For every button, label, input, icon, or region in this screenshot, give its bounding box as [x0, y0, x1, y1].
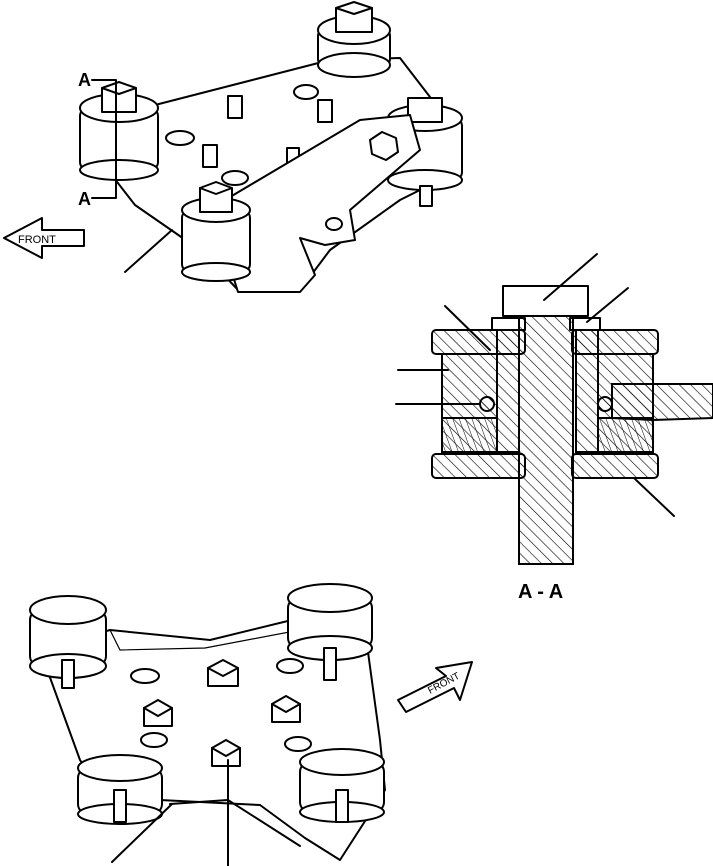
bottom-roller-front-left	[77, 754, 163, 825]
top-assembly-view: A A FRONT	[3, 1, 463, 293]
leader-line	[124, 229, 173, 273]
leader-line	[633, 477, 675, 517]
washer-right	[569, 317, 601, 331]
leader-line	[444, 305, 491, 351]
top-roller-right	[387, 97, 463, 207]
plate-pin	[227, 95, 243, 119]
side-bar	[611, 383, 713, 422]
bolt-head	[143, 699, 173, 727]
o-ring-left	[479, 396, 495, 412]
bottom-plate-left	[431, 453, 526, 479]
hex-nut	[369, 131, 399, 161]
plate-hole	[276, 658, 304, 674]
front-arrow-top-label: FRONT	[18, 234, 56, 246]
front-arrow-bottom: FRONT	[397, 661, 473, 713]
bracket-hole	[325, 217, 343, 231]
bushing-right	[575, 329, 599, 453]
plate-hole	[140, 732, 168, 748]
top-roller-back	[317, 1, 391, 78]
o-ring-right	[597, 396, 613, 412]
shaft	[518, 315, 574, 565]
bottom-roller-back-left	[29, 595, 107, 689]
bottom-plate-right	[571, 453, 659, 479]
top-roller-front	[181, 181, 251, 282]
leader-line	[543, 253, 598, 301]
plate-hole	[165, 130, 195, 146]
bottom-roller-front-right	[299, 748, 385, 823]
bottom-assembly-view: FRONT	[29, 583, 473, 866]
plate-hole	[284, 736, 312, 752]
roller-seal-left	[441, 417, 498, 453]
roller-seal-right	[597, 417, 654, 453]
section-title: A - A	[518, 581, 563, 603]
top-front-bracket	[224, 114, 421, 293]
plate-pin	[202, 144, 218, 168]
plate-pin	[317, 99, 333, 123]
bushing-left	[496, 329, 520, 453]
bottom-roller-back-right	[287, 583, 373, 681]
bolt-head	[211, 739, 241, 767]
plate-hole	[293, 84, 319, 100]
leader-line	[111, 803, 173, 863]
bolt-head	[207, 659, 239, 687]
front-arrow-top: FRONT	[3, 217, 85, 259]
plate-edge	[109, 629, 301, 651]
section-line-a: A A	[78, 70, 117, 209]
section-a-a-view: A - A	[395, 253, 713, 603]
leader-line	[586, 287, 629, 323]
plate-hole	[221, 170, 249, 186]
bolt-head	[271, 695, 301, 723]
top-roller-left	[79, 81, 159, 181]
section-marker-top: A	[78, 70, 91, 90]
shaft-cap	[502, 285, 589, 317]
plate-hole	[130, 668, 160, 684]
section-marker-bottom: A	[78, 189, 91, 209]
